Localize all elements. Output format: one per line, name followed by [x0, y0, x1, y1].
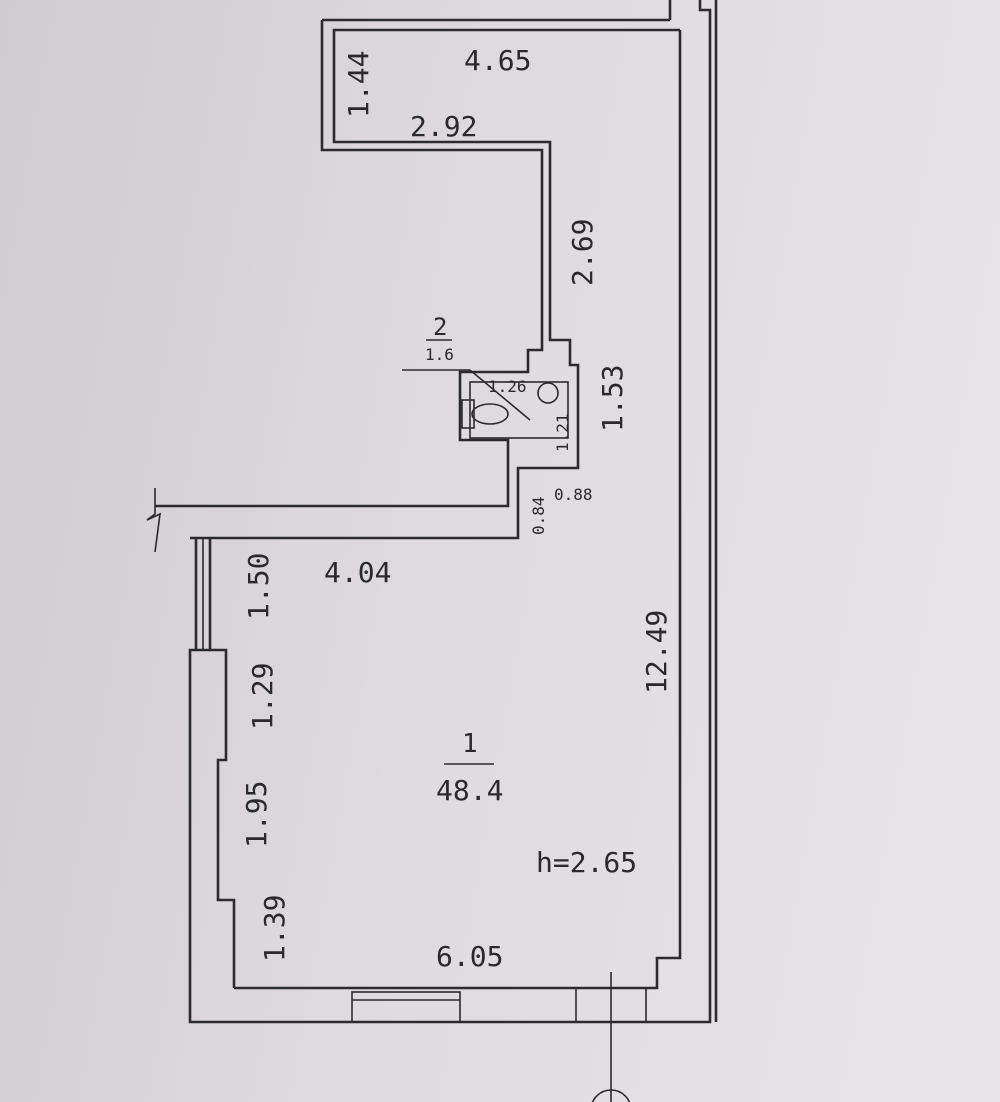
room1-area: 48.4	[436, 774, 503, 807]
dim-door-offset: 0.88	[554, 485, 593, 504]
corridor-outer-wall	[155, 20, 544, 508]
dim-left-wall-a: 1.50	[242, 553, 275, 620]
toilet-tank	[461, 399, 475, 429]
wc-leader-diagonal	[469, 369, 531, 421]
outer-right-wall	[188, 0, 712, 1024]
toilet-bowl	[471, 403, 509, 425]
bottom-window	[351, 991, 461, 1023]
dim-right-length: 12.49	[640, 610, 673, 694]
wc-room	[469, 381, 569, 439]
dim-corridor-width: 2.92	[410, 110, 477, 143]
room2-number: 2	[433, 313, 447, 341]
sink-fixture	[537, 382, 559, 404]
dim-top-left: 1.44	[342, 51, 375, 118]
corridor-inner-wall	[190, 28, 680, 540]
dim-left-wall-d: 1.39	[258, 895, 291, 962]
dim-left-wall-c: 1.95	[240, 781, 273, 848]
room-inner-right-wall	[234, 30, 682, 990]
dim-wc-width: 1.26	[488, 377, 527, 396]
room-left-wall	[208, 538, 236, 988]
room1-number: 1	[462, 729, 478, 759]
dim-bottom-width: 6.05	[436, 940, 503, 973]
dim-corridor-length: 2.69	[566, 219, 599, 286]
dim-left-wall-b: 1.29	[246, 663, 279, 730]
break-mark	[146, 488, 161, 553]
axis-marker	[591, 1089, 631, 1102]
ceiling-height: h=2.65	[536, 846, 637, 879]
dim-top-width: 4.65	[464, 44, 531, 77]
dim-wc-height-inner: 1.21	[553, 413, 572, 452]
room2-area: 1.6	[425, 345, 454, 364]
dim-hall-width: 4.04	[324, 556, 391, 589]
dim-door-width: 0.84	[529, 496, 548, 535]
dim-wc-height-outer: 1.53	[596, 365, 629, 432]
